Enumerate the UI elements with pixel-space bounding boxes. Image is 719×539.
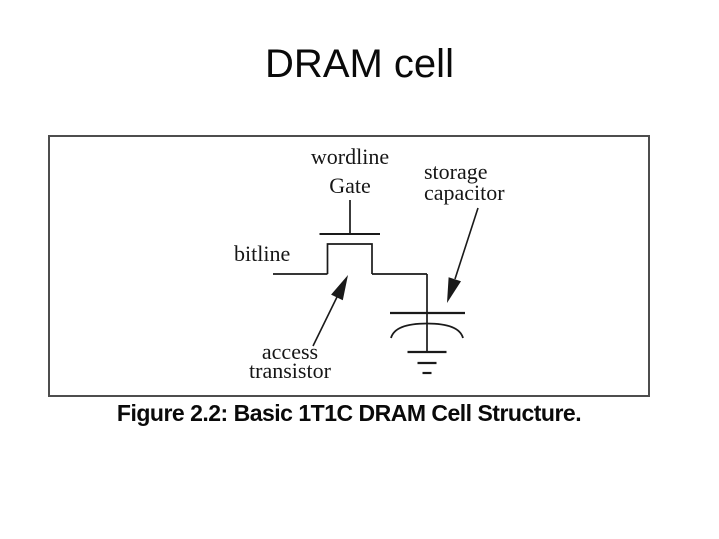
storage-capacitor-label-line1: storage	[424, 159, 488, 184]
bitline-label: bitline	[234, 241, 291, 266]
access-transistor-label-line1: access	[261, 339, 319, 364]
gate-label: Gate	[329, 173, 371, 198]
slide-title: DRAM cell	[265, 42, 454, 86]
storage-capacitor-label-line2: capacitor	[424, 180, 505, 205]
wordline-label: wordline	[310, 144, 390, 169]
access-transistor-label: access transistor	[240, 339, 340, 383]
figure-caption: Figure 2.2: Basic 1T1C DRAM Cell Structu…	[116, 400, 582, 426]
access-transistor-label-line2: transistor	[249, 358, 331, 383]
storage-capacitor-label: storage capacitor	[424, 159, 505, 205]
